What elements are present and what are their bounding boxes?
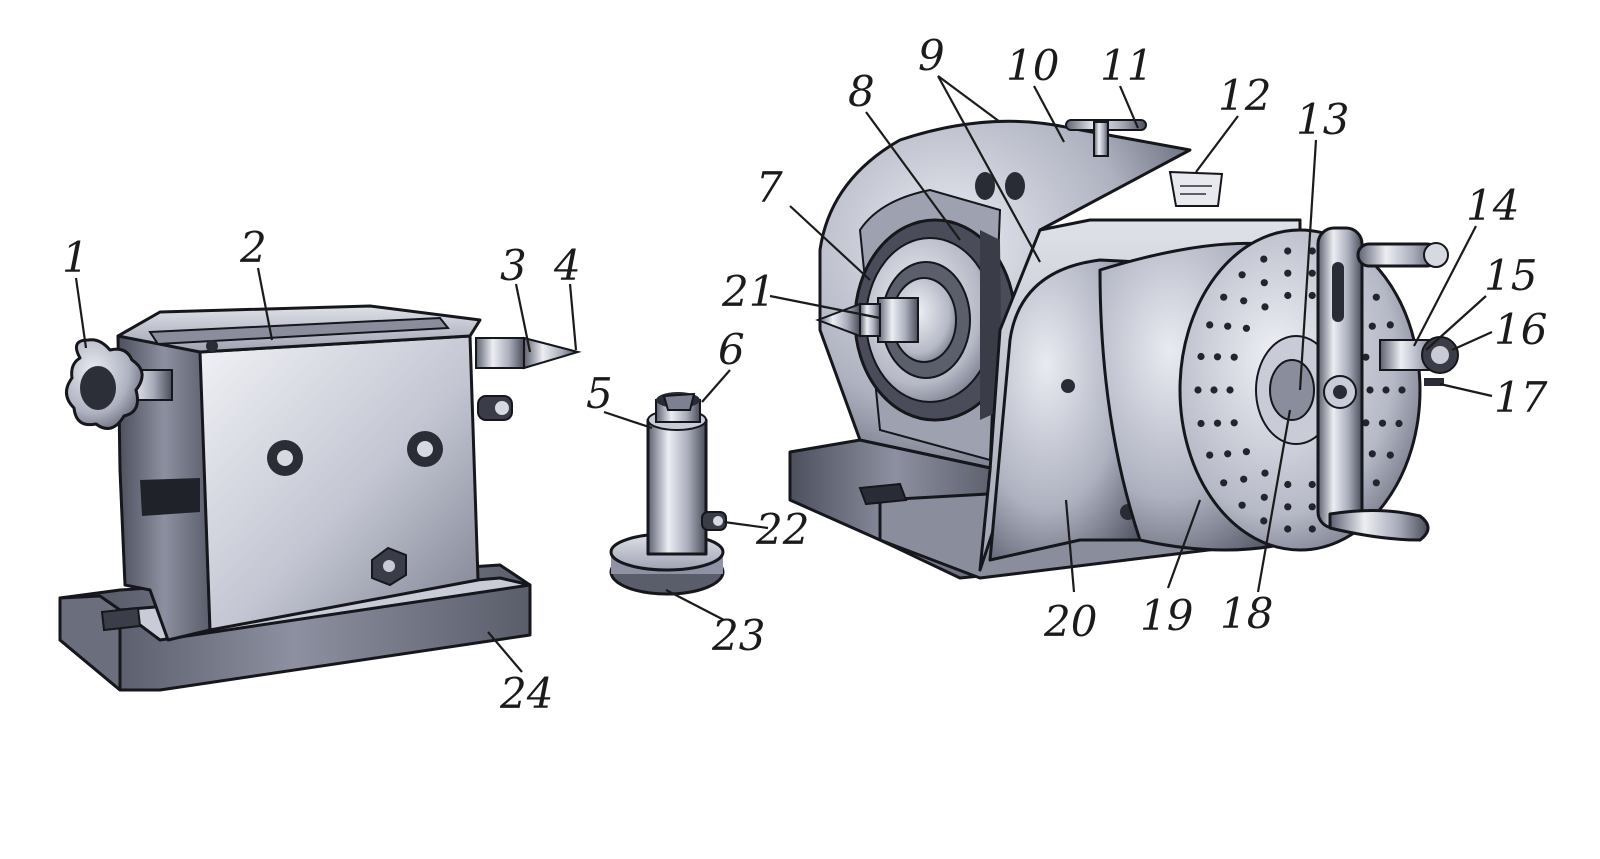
callout-13: 13 <box>1296 95 1349 144</box>
callout-20: 20 <box>1043 597 1097 646</box>
index-hole <box>1260 279 1268 287</box>
index-hole <box>1308 525 1316 533</box>
index-hole <box>1308 503 1316 511</box>
index-hole <box>1372 293 1380 301</box>
index-hole <box>1366 386 1374 394</box>
index-hole <box>1226 386 1234 394</box>
index-hole <box>1284 247 1292 255</box>
callout-22: 22 <box>755 505 809 554</box>
callout-12: 12 <box>1218 71 1271 120</box>
index-hole <box>1284 525 1292 533</box>
index-hole <box>1230 353 1238 361</box>
callout-23: 23 <box>711 611 765 660</box>
callout-4: 4 <box>553 241 581 290</box>
index-hole <box>1308 247 1316 255</box>
index-hole <box>1308 291 1316 300</box>
callout-18: 18 <box>1220 589 1273 638</box>
index-hole <box>1398 386 1406 394</box>
index-hole <box>1210 386 1218 394</box>
tailstock-quill <box>475 336 582 370</box>
center-rest <box>609 392 727 596</box>
index-crank-handle <box>1328 508 1430 542</box>
index-hole <box>1261 469 1269 477</box>
index-hole <box>1261 303 1269 311</box>
index-hole <box>1224 450 1232 458</box>
index-hole <box>1362 419 1370 427</box>
callout-6: 6 <box>718 325 745 374</box>
tailstock-screw-right <box>407 431 443 467</box>
upper-lock-lever <box>1356 242 1449 268</box>
index-hole <box>1260 255 1268 263</box>
index-hole <box>1197 419 1205 428</box>
callout-24: 24 <box>499 669 553 718</box>
index-hole <box>1242 448 1250 456</box>
index-hole <box>1224 322 1232 330</box>
index-hole <box>1382 386 1390 394</box>
name-plate <box>1168 170 1224 207</box>
index-hole <box>1238 271 1246 279</box>
index-hole <box>1197 352 1205 361</box>
dividing-head <box>788 119 1459 580</box>
callout-8: 8 <box>848 67 875 116</box>
index-hole <box>1220 293 1228 301</box>
locking-t-screw <box>1065 119 1147 157</box>
callout-14: 14 <box>1466 181 1519 230</box>
tailstock-screw-left <box>267 440 303 476</box>
index-hole <box>1372 479 1380 487</box>
tailstock-hex-nut <box>371 546 407 587</box>
index-hole <box>1284 291 1292 300</box>
index-hole <box>1220 479 1228 487</box>
callout-3: 3 <box>500 241 527 290</box>
index-hole <box>1242 324 1250 332</box>
index-hole <box>1284 503 1292 511</box>
index-hole <box>1260 493 1268 501</box>
tailstock-star-knob <box>65 338 173 430</box>
index-hole <box>1206 321 1214 329</box>
tailstock <box>58 304 582 692</box>
index-holes <box>1194 247 1406 533</box>
index-hole <box>1213 419 1222 427</box>
callout-9: 9 <box>918 31 945 80</box>
index-hole <box>1240 297 1248 305</box>
sector-arm <box>1316 226 1364 530</box>
callout-19: 19 <box>1140 591 1193 640</box>
tailstock-center-point <box>523 336 582 370</box>
index-hole <box>1362 353 1370 361</box>
index-hole <box>1308 269 1316 277</box>
callout-2: 2 <box>239 223 267 272</box>
leader-lines <box>74 75 1493 673</box>
callout-10: 10 <box>1006 41 1059 90</box>
index-hole <box>1206 451 1214 459</box>
callout-labels: 1 2 3 4 5 6 7 8 9 10 11 12 13 14 15 16 1… <box>62 31 1548 718</box>
index-hole <box>1386 451 1394 459</box>
callout-5: 5 <box>586 369 613 418</box>
index-hole <box>1368 450 1376 458</box>
index-hole <box>1308 480 1316 489</box>
index-hole <box>1238 501 1246 509</box>
index-hole <box>1284 269 1292 277</box>
index-hole <box>1230 419 1238 427</box>
tailstock-lock-screw <box>477 395 513 421</box>
index-hole <box>1194 386 1202 394</box>
index-hole <box>1386 321 1394 329</box>
index-hole <box>1240 475 1248 483</box>
index-hole <box>1284 480 1292 489</box>
index-hole <box>1378 419 1387 427</box>
callout-17: 17 <box>1494 373 1548 422</box>
spindle-nose <box>853 218 1017 422</box>
callout-16: 16 <box>1494 305 1547 354</box>
center-rest-lock-screw <box>701 511 727 531</box>
callout-11: 11 <box>1100 41 1153 90</box>
callout-7: 7 <box>756 163 783 212</box>
callout-21: 21 <box>721 267 775 316</box>
index-hole <box>1213 353 1222 361</box>
index-hole <box>1368 322 1376 330</box>
callout-1: 1 <box>62 233 89 282</box>
index-hole <box>1395 419 1403 428</box>
callout-15: 15 <box>1484 251 1537 300</box>
index-hole <box>1260 517 1268 525</box>
